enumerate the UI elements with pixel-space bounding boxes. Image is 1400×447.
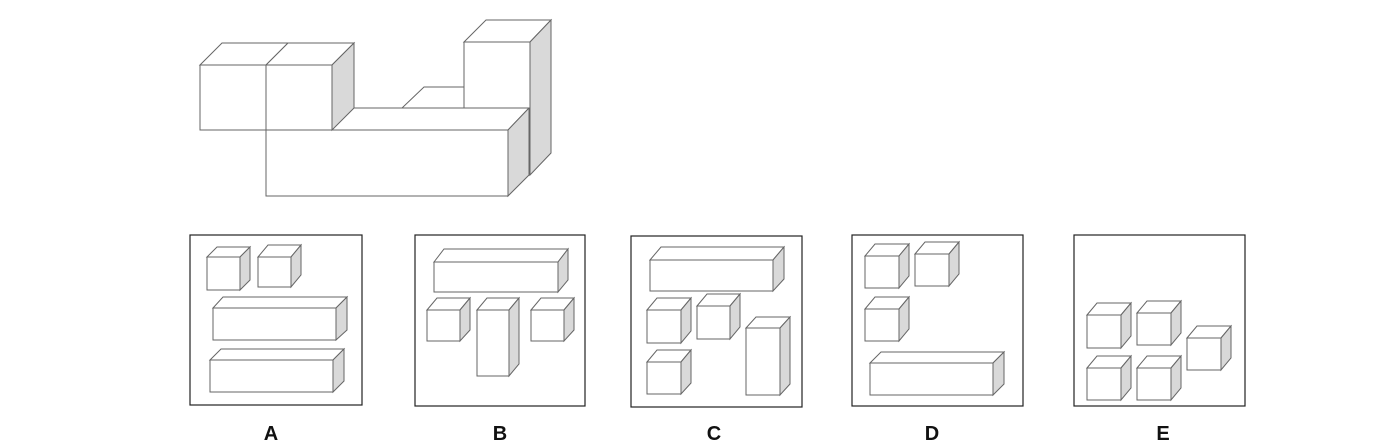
cube-front bbox=[257, 256, 292, 288]
cube-side bbox=[948, 240, 960, 288]
bar-front bbox=[433, 261, 559, 293]
piece-group bbox=[863, 240, 1006, 397]
bar-side bbox=[332, 347, 345, 394]
option-box-a[interactable]: A bbox=[189, 234, 363, 445]
cube-side bbox=[680, 296, 692, 345]
cube-side bbox=[563, 296, 575, 343]
cube-side bbox=[1120, 354, 1132, 402]
long-block-side bbox=[507, 106, 530, 198]
option-box-e[interactable]: E bbox=[1073, 234, 1246, 445]
cube-front bbox=[426, 309, 461, 342]
option-label: E bbox=[1156, 423, 1169, 445]
tower-side bbox=[529, 18, 552, 177]
cube-side bbox=[290, 243, 302, 289]
bar-front bbox=[869, 362, 994, 396]
option-box-d[interactable]: D bbox=[851, 234, 1024, 445]
middle-cube-side bbox=[331, 41, 355, 132]
bar-front bbox=[649, 259, 774, 292]
bar-side bbox=[557, 247, 569, 294]
question-figure bbox=[198, 18, 553, 198]
cube-front bbox=[864, 308, 900, 342]
cube-front bbox=[914, 253, 950, 287]
cube-front bbox=[530, 309, 565, 342]
bar-top bbox=[211, 296, 349, 309]
cube-side bbox=[239, 245, 251, 292]
cube-side bbox=[459, 296, 471, 343]
cube-front bbox=[646, 361, 682, 395]
tower-front bbox=[463, 41, 531, 109]
piece-group bbox=[205, 243, 349, 394]
cube-front bbox=[864, 255, 900, 289]
cube-front bbox=[696, 305, 731, 340]
cube-side bbox=[898, 242, 910, 290]
option-box-c[interactable]: C bbox=[630, 235, 803, 445]
cube-side bbox=[680, 348, 692, 396]
cube-side bbox=[1220, 324, 1232, 372]
piece-group bbox=[645, 245, 792, 397]
bar-side bbox=[992, 350, 1005, 397]
cube-front bbox=[1136, 312, 1172, 346]
cube-front bbox=[1186, 337, 1222, 371]
bar-top bbox=[432, 248, 570, 263]
option-label: A bbox=[264, 423, 278, 445]
bar-top bbox=[648, 246, 786, 261]
tall-side bbox=[779, 315, 791, 397]
option-label: C bbox=[707, 423, 721, 445]
bar-top bbox=[868, 351, 1006, 364]
bar-side bbox=[335, 295, 348, 342]
option-label: B bbox=[493, 423, 507, 445]
tall-front bbox=[745, 327, 781, 396]
bar-front bbox=[212, 307, 337, 341]
cube-front bbox=[1086, 367, 1122, 401]
bar-top bbox=[208, 348, 346, 361]
cube-front bbox=[646, 309, 682, 344]
option-box-b[interactable]: B bbox=[414, 234, 586, 445]
option-label: D bbox=[925, 423, 939, 445]
cube-front bbox=[206, 256, 241, 291]
cube-side bbox=[1170, 299, 1182, 347]
tall-front bbox=[476, 309, 510, 377]
cube-side bbox=[898, 295, 910, 343]
bar-side bbox=[772, 245, 785, 293]
piece-group bbox=[1085, 299, 1233, 402]
small-slab-top bbox=[400, 86, 465, 109]
middle-cube-front bbox=[265, 64, 333, 131]
bar-front bbox=[209, 359, 334, 393]
cube-front bbox=[1136, 367, 1172, 401]
tall-side bbox=[508, 296, 520, 378]
cube-side bbox=[1170, 354, 1182, 402]
cube-front bbox=[1086, 314, 1122, 349]
piece-group bbox=[425, 247, 576, 378]
long-block-front bbox=[265, 129, 509, 197]
cube-side bbox=[729, 292, 741, 341]
left-cube-front bbox=[199, 64, 267, 131]
cube-side bbox=[1120, 301, 1132, 350]
